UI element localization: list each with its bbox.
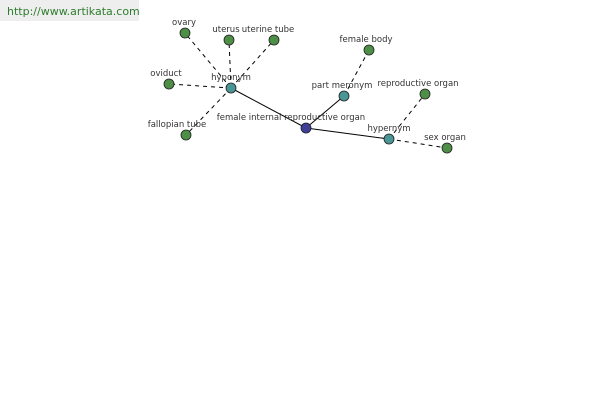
term-sex-organ-label[interactable]: sex organ	[424, 133, 466, 143]
term-uterus-node[interactable]	[223, 34, 235, 46]
relation-hypernym-node[interactable]	[383, 133, 395, 145]
site-url-link[interactable]: http://www.artikata.com	[7, 5, 140, 18]
edge-hyponym-oviduct	[168, 83, 232, 89]
graph-nodes	[163, 27, 453, 154]
term-oviduct-label[interactable]: oviduct	[150, 69, 182, 79]
relation-hyponym-label[interactable]: hyponym	[211, 73, 251, 83]
term-fallopian-tube-node[interactable]	[180, 129, 192, 141]
edge-hypernym-reproductive-organ	[388, 93, 426, 140]
edge-part-meronym-female-body	[343, 49, 370, 97]
edge-center-part-meronym	[305, 95, 345, 129]
relation-hypernym-label[interactable]: hypernym	[367, 124, 410, 134]
term-fallopian-tube-label[interactable]: fallopian tube	[148, 120, 207, 130]
term-uterine-tube-node[interactable]	[268, 34, 280, 46]
term-uterine-tube-label[interactable]: uterine tube	[242, 25, 294, 35]
relation-part-meronym-label[interactable]: part meronym	[312, 81, 373, 91]
edge-hypernym-sex-organ	[388, 138, 448, 149]
graph-edges	[168, 32, 448, 149]
edge-center-hyponym	[230, 87, 307, 129]
term-female-body-label[interactable]: female body	[339, 35, 392, 45]
term-oviduct-node[interactable]	[163, 78, 175, 90]
relation-part-meronym-node[interactable]	[338, 90, 350, 102]
term-ovary-node[interactable]	[179, 27, 191, 39]
edge-hyponym-ovary	[184, 32, 232, 89]
term-reproductive-organ-label[interactable]: reproductive organ	[377, 79, 458, 89]
term-ovary-label[interactable]: ovary	[172, 18, 196, 28]
term-sex-organ-node[interactable]	[441, 142, 453, 154]
term-uterus-label[interactable]: uterus	[212, 25, 240, 35]
graph-labels: female internal reproductive organ hypony…	[148, 18, 466, 143]
term-reproductive-organ-node[interactable]	[419, 88, 431, 100]
edge-hyponym-fallopian-tube	[185, 87, 232, 136]
url-banner: http://www.artikata.com	[0, 0, 140, 21]
edge-hyponym-uterus	[228, 39, 232, 89]
term-female-body-node[interactable]	[363, 44, 375, 56]
center-concept-node[interactable]	[300, 122, 312, 134]
edge-hyponym-uterine-tube	[230, 39, 275, 89]
relation-hyponym-node[interactable]	[225, 82, 237, 94]
center-concept-label[interactable]: female internal reproductive organ	[217, 113, 365, 123]
edge-center-hypernym	[305, 127, 390, 140]
